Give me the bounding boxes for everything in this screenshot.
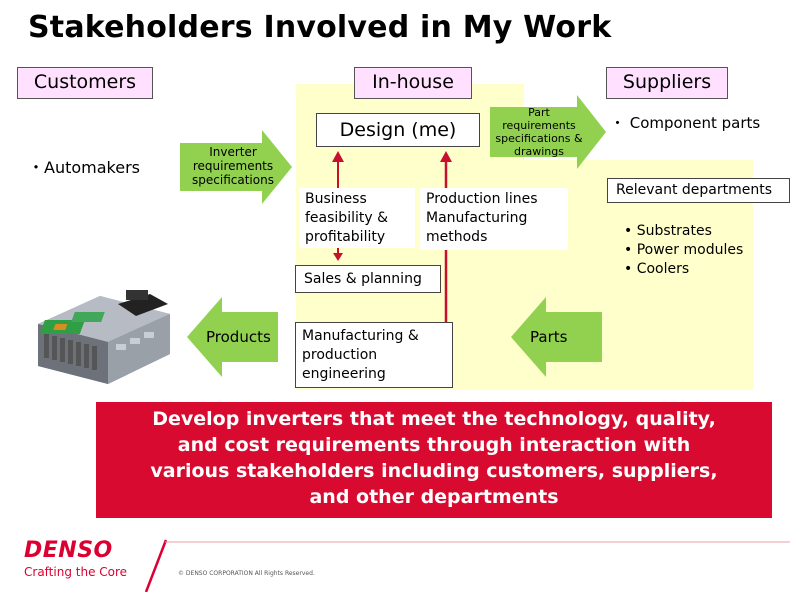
- inverter-product-image: [38, 290, 170, 384]
- parts-label: Parts: [530, 328, 568, 346]
- customers-header: Customers: [17, 67, 153, 99]
- slide-title: Stakeholders Involved in My Work: [28, 10, 612, 45]
- part-requirements-arrow: [490, 95, 606, 169]
- business-feasibility-box: Business feasibility & profitability: [299, 188, 415, 248]
- logo-tagline: Crafting the Core: [24, 565, 128, 579]
- list-item: • Coolers: [624, 261, 690, 277]
- list-item: • Substrates: [624, 223, 712, 239]
- design-me-box: Design (me): [316, 113, 480, 147]
- relevant-departments-header: Relevant departments: [607, 178, 790, 203]
- parts-arrow: [511, 297, 602, 377]
- list-item: • Power modules: [624, 242, 744, 258]
- production-lines-box: Production lines Manufacturing methods: [420, 188, 568, 250]
- summary-banner: Develop inverters that meet the technolo…: [96, 402, 772, 518]
- copyright-text: © DENSO CORPORATION All Rights Reserved.: [178, 570, 315, 577]
- part-requirements-label: Part requirements specifications & drawi…: [495, 106, 583, 158]
- manufacturing-arrowhead-up-icon: [440, 151, 452, 162]
- manufacturing-engineering-box: Manufacturing & production engineering: [295, 322, 453, 388]
- products-arrow: [187, 297, 278, 377]
- denso-logo: DENSO: [24, 538, 113, 563]
- suppliers-header: Suppliers: [606, 67, 728, 99]
- products-label: Products: [206, 328, 271, 346]
- inverter-requirements-label: Inverter requirements specifications: [192, 145, 274, 187]
- relevant-departments-list: • Substrates • Power modules • Coolers: [624, 222, 743, 279]
- sales-planning-box: Sales & planning: [295, 265, 441, 293]
- suppliers-component-parts: ・ Component parts: [610, 114, 761, 132]
- business-arrowhead-up-icon: [332, 151, 344, 162]
- inhouse-header: In-house: [354, 67, 472, 99]
- customers-automakers: ・Automakers: [28, 158, 140, 177]
- business-arrowhead-down-icon: [333, 253, 343, 261]
- inverter-requirements-arrow: [180, 130, 292, 204]
